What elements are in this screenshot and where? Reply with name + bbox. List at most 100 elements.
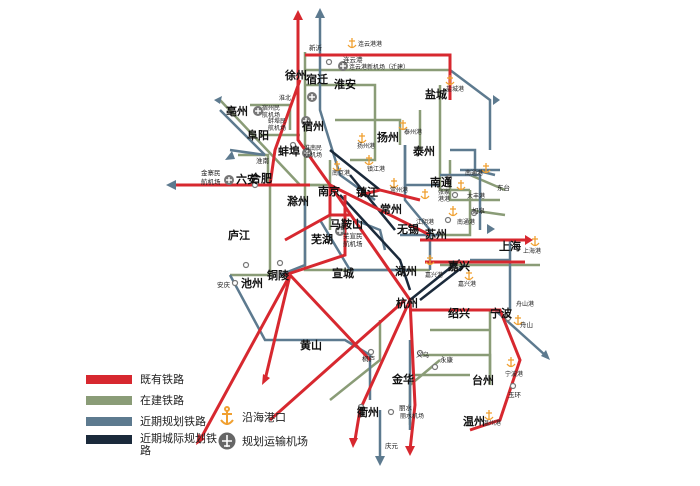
city-changzhou: 常州 bbox=[380, 202, 402, 216]
arrow-e-2 bbox=[525, 235, 533, 245]
city-jinhua: 金华 bbox=[391, 372, 414, 386]
label-zhenjiang-port: 镇江港 bbox=[367, 165, 385, 173]
label-nantong-port: 南通港 bbox=[465, 169, 483, 177]
arrow-n-2 bbox=[315, 8, 325, 18]
legend-label-far-intercity-2: 路 bbox=[140, 445, 151, 457]
label-yancheng-port: 盐城港 bbox=[446, 85, 464, 93]
city-jinzhai-airport-2: 航机场 bbox=[201, 177, 221, 186]
city-huangshan: 黄山 bbox=[300, 338, 322, 352]
city-ningbo: 宁波 bbox=[490, 306, 513, 320]
wuhu-airport-2: 航机场 bbox=[343, 239, 363, 248]
city-yiwu: 义乌 bbox=[416, 350, 429, 359]
city-xinyi: 新沂 bbox=[309, 43, 323, 52]
label-nanjing-east: 南通港 bbox=[457, 218, 475, 226]
city-jinzhai-airport-1: 金寨民 bbox=[201, 168, 221, 177]
legend-label-near-planned: 近期规划铁路 bbox=[140, 416, 206, 428]
city-yuhuan: 玉环 bbox=[508, 391, 522, 399]
existing-lines bbox=[170, 18, 525, 451]
arrow-n-1 bbox=[293, 10, 303, 20]
airplane-icon bbox=[338, 61, 348, 71]
legend-swatch-near-planned bbox=[86, 416, 132, 426]
arrow-s-3 bbox=[405, 446, 415, 456]
anchor-icon bbox=[425, 255, 435, 266]
city-taizhou-zj: 台州 bbox=[472, 373, 494, 387]
label-huaibei: 淮北 bbox=[279, 94, 291, 102]
airplane-icon bbox=[302, 148, 312, 158]
city-huzhou: 湖州 bbox=[395, 264, 417, 278]
city-yongkang: 永康 bbox=[440, 355, 454, 364]
city-bengbu: 蚌埠 bbox=[278, 144, 300, 158]
city-hefei: 合肥 bbox=[250, 171, 272, 185]
arrow-sw-3 bbox=[196, 434, 205, 445]
legend-label-existing: 既有铁路 bbox=[140, 374, 184, 386]
city-wuhu: 芜湖 bbox=[311, 232, 333, 246]
city-zhenjiang: 镇江 bbox=[356, 185, 378, 199]
city-luan: 六安 bbox=[236, 172, 258, 186]
city-wenzhou: 温州 bbox=[463, 414, 485, 428]
airplane-icon bbox=[307, 92, 317, 102]
label-lishui-airport: 丽水机场 bbox=[400, 412, 424, 420]
city-hangzhou: 杭州 bbox=[396, 296, 418, 310]
legend-near-planned: 近期规划铁路 bbox=[86, 412, 206, 430]
label-changzhou-port: 常州港 bbox=[390, 186, 408, 194]
legend-swatch-existing bbox=[86, 374, 132, 384]
arrow-sw-1 bbox=[225, 151, 235, 160]
label-nanjing-port: 南京港 bbox=[332, 169, 350, 177]
city-dongtai: 东台 bbox=[497, 183, 510, 192]
city-maanshan: 马鞍山 bbox=[330, 217, 363, 231]
label-ningbo-port: 宁波港 bbox=[505, 370, 523, 378]
arrow-sw-2 bbox=[262, 374, 270, 385]
city-rugao: 如皋 bbox=[472, 206, 486, 215]
city-suqian: 宿迁 bbox=[306, 72, 328, 86]
anchor-icon bbox=[506, 357, 516, 368]
label-huainan-airport-1: 淮南民 bbox=[304, 144, 322, 152]
legend-label-far-intercity-wrap: 近期城际规划铁 路 bbox=[140, 433, 217, 457]
city-chuzhou: 滁州 bbox=[287, 194, 309, 208]
anchor-icon bbox=[445, 75, 455, 86]
city-taizhou-js: 泰州 bbox=[412, 144, 435, 158]
arrow-w-1 bbox=[166, 180, 176, 190]
label-bengbu-airport-1: 蚌埠民 bbox=[268, 117, 286, 125]
airports bbox=[224, 61, 348, 236]
legend-port: 沿海港口 bbox=[218, 406, 286, 428]
city-suzhou: 苏州 bbox=[425, 227, 447, 241]
city-jiaxing: 嘉兴 bbox=[447, 259, 470, 273]
arrow-w-2 bbox=[214, 96, 222, 104]
city-huaian: 淮安 bbox=[334, 77, 356, 91]
legend-label-construction: 在建铁路 bbox=[140, 395, 184, 407]
city-zhoushan: 舟山 bbox=[520, 320, 533, 329]
city-xuancheng: 宣城 bbox=[332, 266, 354, 280]
label-dafeng-port: 大丰港 bbox=[467, 192, 485, 200]
city-shanghai: 上海 bbox=[499, 239, 521, 253]
anchor-icon bbox=[332, 161, 342, 172]
city-quzhou: 衢州 bbox=[357, 405, 379, 419]
city-huainan: 淮南 bbox=[256, 156, 270, 165]
anchor-icon bbox=[464, 270, 474, 281]
legend-swatch-far-intercity bbox=[86, 435, 132, 444]
anchor-icon bbox=[448, 206, 458, 217]
city-fuyang: 阜阳 bbox=[247, 128, 269, 142]
city-chizhou: 池州 bbox=[241, 276, 263, 290]
label-lianyungang-airport: 连云港新机场（迁建） bbox=[349, 63, 409, 71]
port-labels: 连云港港 连云港新机场（迁建） 盐城港 泰州港 扬州港 南京港 镇江港 常州港 … bbox=[262, 40, 541, 427]
city-lujiang: 庐江 bbox=[228, 228, 250, 242]
airplane-icon bbox=[335, 226, 345, 236]
city-wuxi: 无锡 bbox=[396, 222, 419, 236]
anchor-icon bbox=[364, 155, 374, 166]
city-labels: 徐州 宿迁 淮安 盐城 亳州 阜阳 宿州 蚌埠 淮南 合肥 六安 扬州 泰州 南… bbox=[201, 43, 533, 450]
city-anqing: 安庆 bbox=[217, 280, 231, 289]
wuhu-airport-1: 芜宣民 bbox=[343, 231, 363, 240]
legend-far-intercity: 近期城际规划铁 路 bbox=[86, 433, 217, 457]
anchor-icon bbox=[481, 163, 491, 174]
label-huainan-airport-2: 航机场 bbox=[304, 151, 322, 159]
city-xuzhou: 徐州 bbox=[284, 68, 307, 82]
legend-label-port: 沿海港口 bbox=[242, 412, 286, 424]
label-zhoushan-port: 舟山港 bbox=[516, 300, 534, 308]
arrow-s-2 bbox=[349, 438, 358, 448]
label-yangzhou-port: 扬州港 bbox=[357, 142, 375, 150]
label-zhangjiagang-port-2: 港港 bbox=[438, 195, 450, 203]
anchor-icon bbox=[530, 236, 540, 247]
arrowheads bbox=[166, 8, 550, 466]
anchor-icon bbox=[484, 410, 494, 421]
